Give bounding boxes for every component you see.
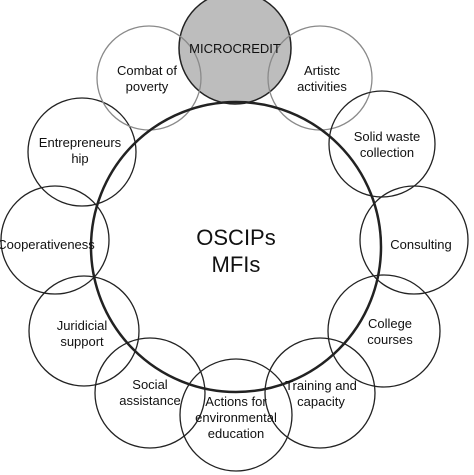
node-label-social-assistance-line1: Social xyxy=(132,377,168,392)
node-label-combat-of-poverty-line1: Combat of xyxy=(117,63,177,78)
node-label-actions-for-environmental-education-line3: education xyxy=(208,426,264,441)
node-label-training-and-capacity-line2: capacity xyxy=(297,394,345,409)
node-label-solid-waste-collection-line2: collection xyxy=(360,145,414,160)
node-label-artistic-activities-line2: activities xyxy=(297,79,347,94)
node-label-artistic-activities-line1: Artistc xyxy=(304,63,341,78)
node-label-entrepreneurship-line1: Entrepreneurs xyxy=(39,135,122,150)
node-label-juridicial-support-line2: support xyxy=(60,334,104,349)
node-circle-cooperativeness xyxy=(0,185,110,295)
node-label-combat-of-poverty-line2: poverty xyxy=(126,79,169,94)
node-circle-solid-waste-collection xyxy=(328,90,436,198)
node-label-actions-for-environmental-education-line1: Actions for xyxy=(205,394,267,409)
node-circle-social-assistance xyxy=(94,337,206,449)
node-label-juridicial-support-line1: Juridicial xyxy=(57,318,108,333)
node-circle-actions-for-environmental-education xyxy=(179,358,293,472)
node-label-entrepreneurship-line2: hip xyxy=(71,151,88,166)
central-circle xyxy=(89,100,383,394)
node-label-social-assistance-line2: assistance xyxy=(119,393,180,408)
node-circle-consulting xyxy=(359,185,469,295)
node-circle-artistic-activities xyxy=(267,25,373,131)
node-label-college-courses-line1: College xyxy=(368,316,412,331)
node-circle-juridicial-support xyxy=(28,275,140,387)
node-label-microcredit-line1: MICROCREDIT xyxy=(189,41,281,56)
node-circle-microcredit xyxy=(178,0,292,105)
node-label-consulting-line1: Consulting xyxy=(390,237,451,252)
node-label-solid-waste-collection-line1: Solid waste xyxy=(354,129,420,144)
node-label-college-courses-line2: courses xyxy=(367,332,413,347)
node-circle-college-courses xyxy=(327,274,441,388)
node-label-training-and-capacity-line1: Training and xyxy=(285,378,357,393)
node-label-cooperativeness-line1: Cooperativeness xyxy=(0,237,95,252)
center-title-line2: MFIs xyxy=(212,252,261,277)
node-circle-entrepreneurship xyxy=(27,97,137,207)
node-label-actions-for-environmental-education-line2: environmental xyxy=(195,410,277,425)
center-title-line1: OSCIPs xyxy=(196,225,275,250)
node-circle-training-and-capacity xyxy=(264,337,376,449)
node-circle-combat-of-poverty xyxy=(96,25,202,131)
